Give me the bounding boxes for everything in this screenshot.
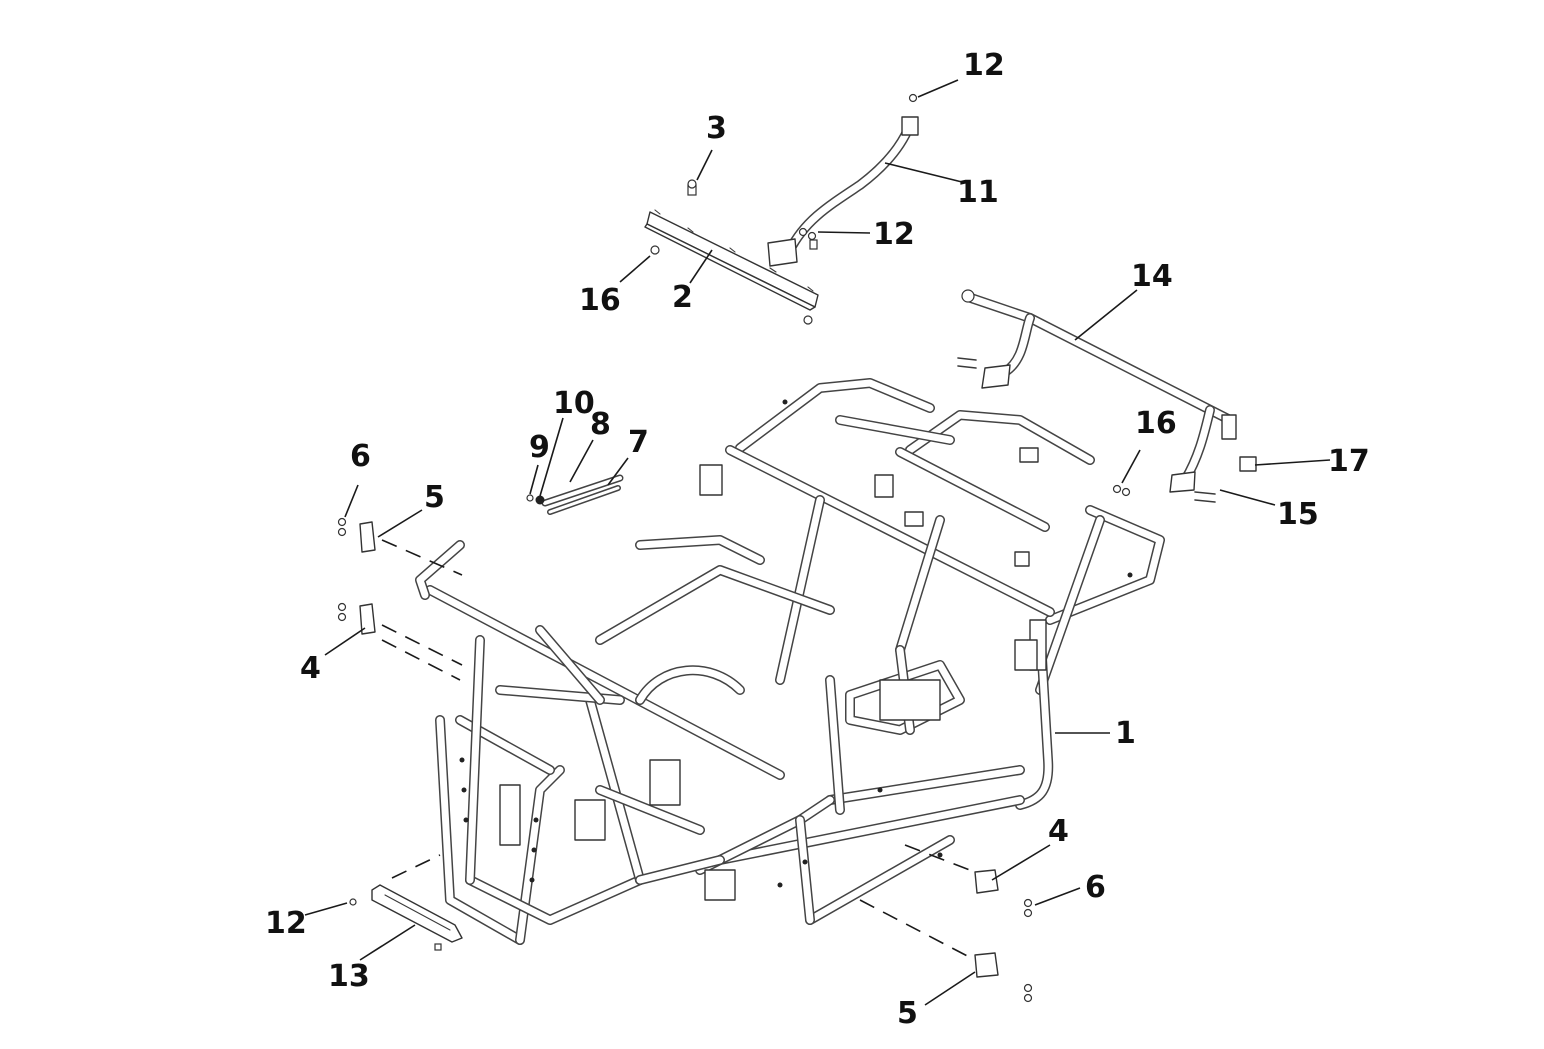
part-3-bolt	[687, 179, 697, 196]
callout-10: 10	[553, 386, 595, 421]
part-14-bolts	[957, 357, 977, 369]
part-4-mount-left	[359, 603, 376, 635]
callout-5-right: 5	[897, 996, 918, 1031]
callout-16-rear: 16	[1135, 406, 1177, 441]
callout-4-left: 4	[300, 651, 321, 686]
callout-4-right: 4	[1048, 814, 1069, 849]
callout-1: 1	[1115, 716, 1136, 751]
callout-2: 2	[672, 280, 693, 315]
part-4-mount-right	[974, 869, 999, 894]
callout-6-upper-left: 6	[350, 439, 371, 474]
callout-12-mid: 12	[873, 217, 915, 252]
part-6-bolts-left	[337, 602, 347, 622]
part-12-bolt-lower	[349, 898, 442, 951]
part-16-nut-a	[650, 239, 818, 325]
part-5-mount-right	[974, 952, 999, 978]
callout-12-top: 12	[963, 48, 1005, 83]
frame-holes	[459, 399, 1133, 888]
part-6-bolts-right	[1023, 898, 1033, 918]
callout-11: 11	[957, 175, 999, 210]
part-1-main-frame	[415, 378, 1165, 945]
callout-8: 8	[590, 407, 611, 442]
part-15-bolts	[1194, 491, 1216, 503]
callout-labels: 12 3 11 12 16 2 14 10 8 9 7 16 17 15 6 5…	[265, 48, 1370, 1031]
part-11-upper-brace	[767, 116, 919, 267]
part-6-bolts-lower-right	[1023, 983, 1033, 1003]
part-17-cap	[1239, 456, 1257, 472]
part-12-bolt-top	[908, 93, 918, 103]
part-9-10-washers	[526, 494, 545, 505]
callout-15: 15	[1277, 497, 1319, 532]
leader-lines	[304, 79, 1331, 1006]
part-6-bolts-upper-left	[337, 517, 347, 537]
part-2-cross-bracket	[644, 209, 819, 311]
part-13-skid-bracket	[371, 884, 463, 943]
alignment-lines	[381, 539, 976, 961]
callout-13: 13	[328, 959, 370, 994]
callout-6-right: 6	[1085, 870, 1106, 905]
callout-12-lower: 12	[265, 906, 307, 941]
callout-7: 7	[628, 425, 649, 460]
part-5-mount-upper-left	[359, 521, 376, 553]
callout-3: 3	[706, 111, 727, 146]
part-16-nut-b	[1112, 484, 1131, 497]
callout-9: 9	[529, 430, 550, 465]
part-7-8-rod	[541, 474, 624, 515]
part-14-rear-hoop	[961, 289, 1237, 493]
callout-16-upper: 16	[579, 283, 621, 318]
callout-5-upper-left: 5	[424, 480, 445, 515]
callout-17: 17	[1328, 444, 1370, 479]
callout-14: 14	[1131, 259, 1173, 294]
